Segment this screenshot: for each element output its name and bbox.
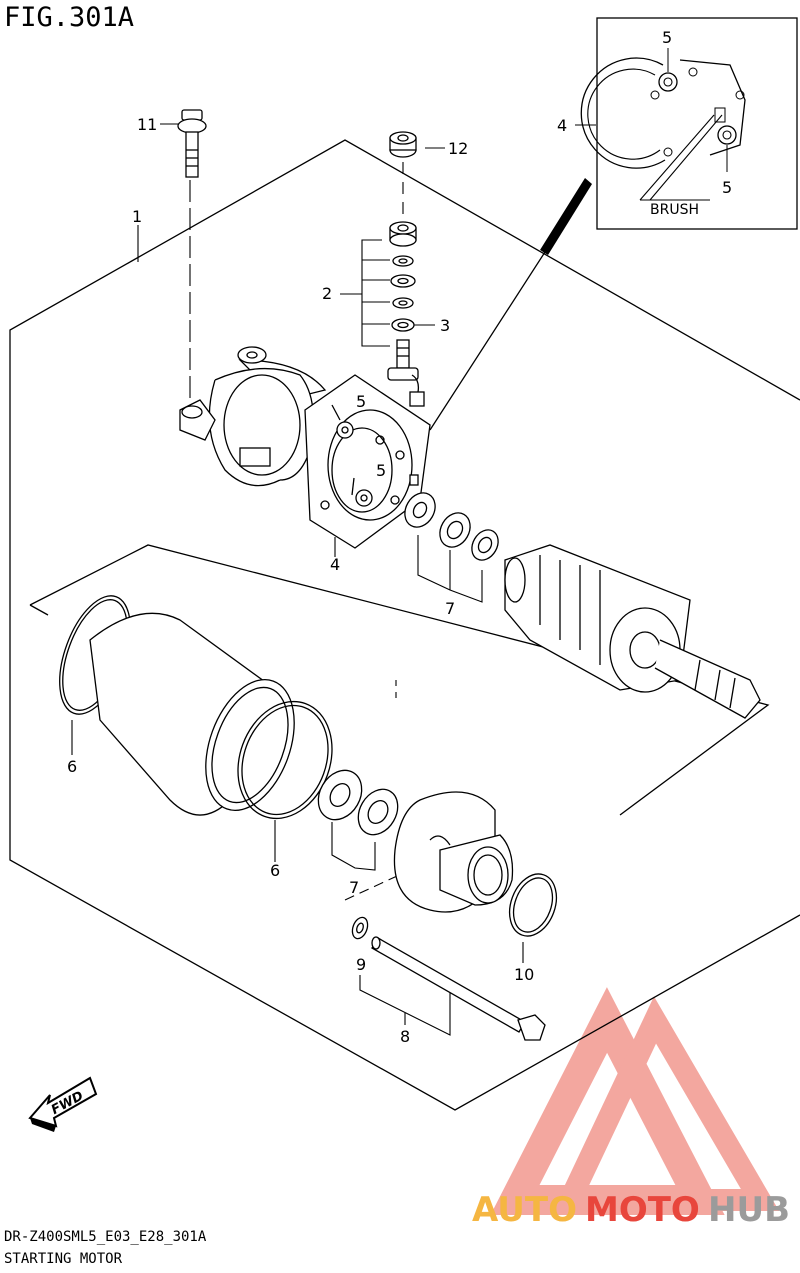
callout-6a: 6 [67,757,77,776]
callout-10: 10 [514,965,534,984]
bolt-11 [177,109,207,178]
brush-inset [580,17,798,230]
figure-title: FIG.301A [4,2,135,33]
nut-12 [389,131,417,158]
watermark-auto: AUTO [472,1190,577,1230]
callout-5b: 5 [376,461,386,480]
washers-7-bottom [317,769,399,836]
fwd-arrow [28,1076,98,1132]
callout-4: 4 [330,555,340,574]
front-cover [393,791,514,913]
callout-7b: 7 [349,878,359,897]
yoke-and-orings [59,595,333,820]
callout-9: 9 [356,955,366,974]
callout-5a: 5 [356,392,366,411]
callout-7a: 7 [445,599,455,618]
callout-8: 8 [400,1027,410,1046]
inset-pointer [540,178,592,255]
watermark-moto: MOTO [585,1190,700,1230]
callout-11: 11 [137,115,157,134]
figure-code: DR-Z400SML5_E03_E28_301A [4,1229,207,1245]
callout-4-inset: 4 [557,116,567,135]
watermark-hub: HUB [708,1190,790,1230]
watermark-logo [490,987,780,1215]
figure-name: STARTING MOTOR [4,1251,123,1267]
brush-label: BRUSH [650,202,699,218]
washers-7-top [404,492,499,561]
callout-5-inset-bottom: 5 [722,178,732,197]
callout-2: 2 [322,284,332,303]
brush-plate-4 [304,374,431,549]
callout-3: 3 [440,316,450,335]
callout-1: 1 [132,207,142,226]
bolt-8-washer-9 [351,916,546,1041]
callout-5-inset-top: 5 [662,28,672,47]
rear-cover [179,346,327,487]
o-ring-10 [508,873,558,937]
main-outline [9,139,800,1111]
armature [504,544,761,719]
callout-12: 12 [448,139,468,158]
watermark-text: AUTO MOTO HUB [472,1190,790,1230]
callout-6b: 6 [270,861,280,880]
terminal-stack-2 [387,221,425,407]
leader-lines [71,123,596,1036]
